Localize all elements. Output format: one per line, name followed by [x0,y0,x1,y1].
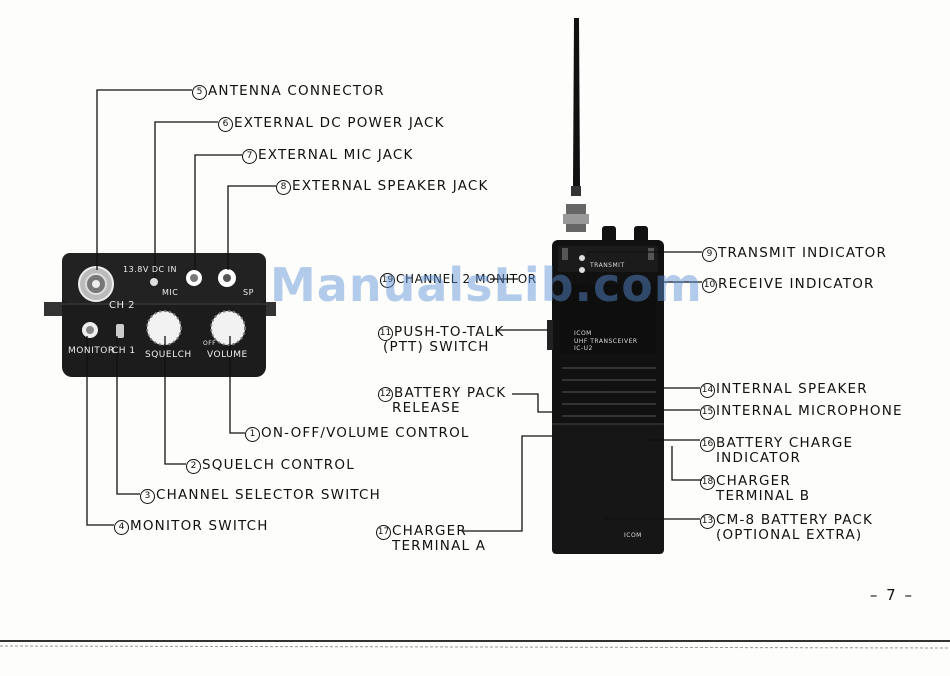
off-label: OFF [203,340,217,347]
callout-ptt-switch-line2: (PTT) SWITCH [383,339,490,355]
mic-label: MIC [162,288,179,297]
callout-charger-terminal-b-line2: TERMINAL B [716,488,811,504]
monitor-label: MONITOR [68,346,115,356]
top-panel-drawing [44,253,276,377]
pack-brand-label: ICOM [624,532,642,539]
transmit-label: TRANSMIT [590,262,625,269]
dc-in-label: 13.8V DC IN [123,265,177,274]
squelch-label: SQUELCH [145,350,192,360]
callout-battery-pack-release-line2: RELEASE [392,400,461,416]
model-line1: UHF TRANSCEIVER [574,338,638,345]
volume-label: VOLUME [207,350,248,360]
callout-battery-pack-line2: (OPTIONAL EXTRA) [716,527,863,543]
ch1-label: CH 1 [112,346,136,356]
brand-label: ICOM [574,330,592,337]
leader-lines [86,89,702,532]
sp-label: SP [243,288,254,297]
page-number: – 7 – [869,586,914,604]
callout-battery-charge-indicator-line2: INDICATOR [716,450,802,466]
ch2-label: CH 2 [109,300,136,311]
model-line2: IC-U2 [574,345,593,352]
watermark: ManualsLib.com [270,258,703,312]
radio-drawing [547,18,664,554]
callout-charger-terminal-a-line2: TERMINAL A [392,538,487,554]
